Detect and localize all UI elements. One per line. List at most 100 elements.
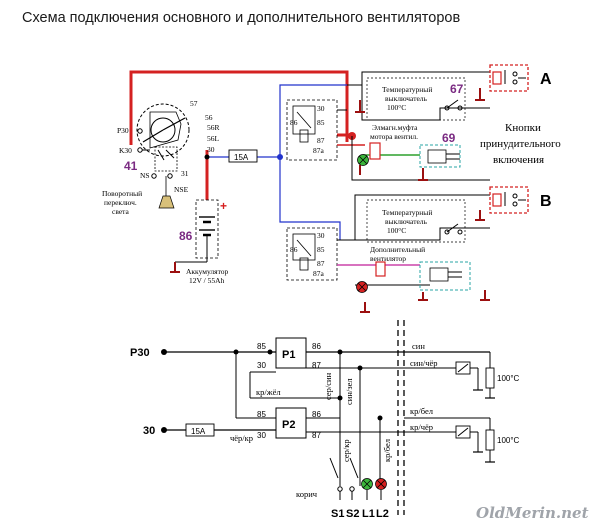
pin-56l: 56L bbox=[207, 134, 220, 143]
bottom-p30-label: P30 bbox=[130, 347, 150, 359]
green-lamp-icon bbox=[357, 154, 369, 166]
wire-kr-bel: кр/бел bbox=[410, 406, 434, 416]
blue-wire-top bbox=[207, 84, 347, 158]
pin-nse: NSE bbox=[174, 185, 189, 194]
relay-p1 bbox=[275, 337, 307, 369]
fuse-bottom-label: 15A bbox=[191, 427, 206, 436]
relay-p1-label: P1 bbox=[282, 349, 295, 361]
push-button-b bbox=[489, 186, 529, 214]
side-note-2: принудительного bbox=[480, 138, 561, 150]
letter-b: B bbox=[540, 193, 552, 210]
red-lamp-icon bbox=[356, 281, 368, 293]
switch-s2 bbox=[349, 457, 361, 500]
relay-top-pin-30: 30 bbox=[317, 104, 325, 113]
battery: + 86 Аккумулятор 12V / 55Ah bbox=[170, 199, 229, 285]
relay-top-pin-87: 87 bbox=[317, 136, 325, 145]
wire-sin: син bbox=[412, 341, 425, 351]
fuse-top-label: 15A bbox=[234, 153, 249, 162]
therm2-label: 100°C bbox=[497, 436, 520, 445]
thermo-switch-b: Температурный выключатель 100°C bbox=[366, 199, 466, 243]
wire-therm-b-2 bbox=[340, 227, 490, 241]
switch-label-3: света bbox=[112, 207, 130, 216]
therm-b-label-1: Температурный bbox=[382, 208, 432, 217]
switch-number: 41 bbox=[124, 159, 138, 173]
wire-kr-bel-v: кр/бел bbox=[382, 438, 392, 462]
wire-cher-kr: чёр/кр bbox=[230, 433, 253, 443]
p2-pin-87: 87 bbox=[312, 431, 321, 440]
battery-number: 86 bbox=[179, 229, 193, 243]
relay-top-pin-87a: 87a bbox=[313, 146, 325, 155]
therm-b-label-3: 100°C bbox=[387, 226, 406, 235]
push-button-a bbox=[489, 64, 529, 92]
battery-label-2: 12V / 55Ah bbox=[189, 276, 225, 285]
p2-pin-86: 86 bbox=[312, 410, 321, 419]
wire-ser-sin: сер/син bbox=[323, 372, 333, 400]
side-note-3: включения bbox=[493, 154, 544, 166]
relay-bottom-pin-86: 86 bbox=[290, 245, 298, 254]
relay-bottom-pin-85: 85 bbox=[317, 245, 325, 254]
pin-31: 31 bbox=[181, 169, 189, 178]
watermark: OldMerin.net bbox=[476, 504, 589, 522]
thermostat-1: 100°C bbox=[485, 367, 520, 399]
battery-label-1: Аккумулятор bbox=[186, 267, 229, 276]
label-s1: S1 bbox=[331, 508, 344, 520]
pin-p30: P30 bbox=[117, 126, 129, 135]
therm-a-number: 67 bbox=[450, 82, 464, 96]
blue-wire-bottom bbox=[279, 157, 341, 240]
extra-fan-label-2: вентилятор bbox=[370, 254, 406, 263]
relay-p2-label: P2 bbox=[282, 419, 295, 431]
switch-s1 bbox=[329, 457, 343, 500]
top-diagram: 57 56 56R 56L 30 31 NSE NS P30 K30 41 По… bbox=[102, 64, 561, 313]
clutch-label-1: Элмагн.муфта bbox=[372, 123, 418, 132]
extra-fan: Дополнительный вентилятор bbox=[370, 245, 471, 291]
extra-fan-label-1: Дополнительный bbox=[370, 245, 425, 254]
wire-therm-b bbox=[354, 194, 490, 225]
thermostat-2: 100°C bbox=[485, 429, 520, 463]
pin-k30: K30 bbox=[119, 146, 132, 155]
bottom-diagram: P30 P1 P2 85 86 30 87 85 86 30 87 кр/жёл… bbox=[130, 320, 520, 520]
relay-top-pin-85: 85 bbox=[317, 118, 325, 127]
relay-top-pin-86: 86 bbox=[290, 118, 298, 127]
therm-a-label-3: 100°C bbox=[387, 103, 406, 112]
p1-pin-86: 86 bbox=[312, 342, 321, 351]
lamp-l2-icon bbox=[375, 478, 387, 500]
thermo-switch-a: Температурный выключатель 100°C 67 bbox=[366, 77, 466, 121]
clutch-number: 69 bbox=[442, 131, 456, 145]
relay-p2 bbox=[275, 407, 307, 439]
pin-ns: NS bbox=[140, 171, 150, 180]
relay-bottom-pin-87a: 87a bbox=[313, 269, 325, 278]
therm-a-label-2: выключатель bbox=[385, 94, 428, 103]
therm-b-label-2: выключатель bbox=[385, 217, 428, 226]
pin-56: 56 bbox=[205, 113, 213, 122]
wire-kr-zhel: кр/жёл bbox=[256, 387, 281, 397]
page-title: Схема подключения основного и дополнител… bbox=[22, 10, 460, 26]
letter-a: A bbox=[540, 71, 552, 88]
wire-ser-kr: сер/кр bbox=[341, 439, 351, 462]
light-switch: 57 56 56R 56L 30 31 NSE NS P30 K30 41 По… bbox=[102, 99, 220, 216]
p1-pin-85: 85 bbox=[257, 342, 266, 351]
clutch-label-2: мотора вентил. bbox=[370, 132, 418, 141]
relay-bottom-pin-30: 30 bbox=[317, 231, 325, 240]
bottom-30-label: 30 bbox=[143, 425, 155, 437]
pin-57: 57 bbox=[190, 99, 198, 108]
label-l1: L1 bbox=[362, 508, 375, 520]
clutch: Элмагн.муфта мотора вентил. 69 bbox=[369, 123, 461, 168]
lamp-l1-icon bbox=[361, 478, 373, 500]
switch-label-1: Поворотный bbox=[102, 189, 142, 198]
p2-pin-30: 30 bbox=[257, 431, 266, 440]
switch-label-2: переключ. bbox=[104, 198, 137, 207]
fuse-top bbox=[228, 149, 258, 163]
relay-top: 30 85 86 87 87a bbox=[286, 99, 365, 161]
label-s2: S2 bbox=[346, 508, 359, 520]
fan-motor-1 bbox=[455, 361, 483, 391]
battery-plus: + bbox=[220, 199, 227, 213]
wire-sin-cher: син/чёр bbox=[410, 358, 438, 368]
pin-56r: 56R bbox=[207, 123, 220, 132]
wire-kr-cher: кр/чёр bbox=[410, 422, 433, 432]
wire-relay1-87a bbox=[351, 136, 490, 181]
side-note-1: Кнопки bbox=[505, 122, 541, 134]
p2-pin-85: 85 bbox=[257, 410, 266, 419]
wire-sin-zel: син/зел bbox=[344, 378, 354, 405]
therm1-label: 100°C bbox=[497, 374, 520, 383]
label-l2: L2 bbox=[376, 508, 389, 520]
